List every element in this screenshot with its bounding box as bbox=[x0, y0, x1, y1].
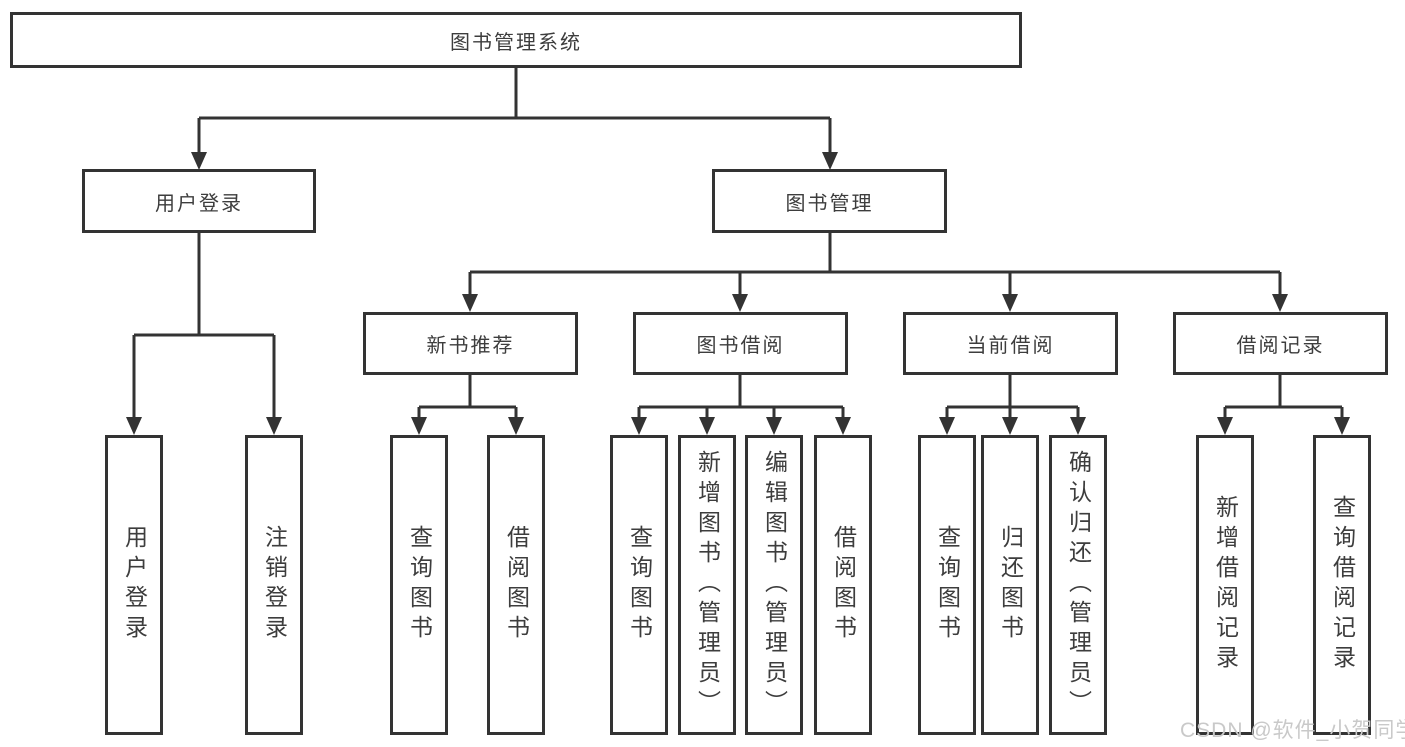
arrowheads-borrow-records-to-leaves bbox=[1217, 417, 1350, 435]
connector-book-management-to-level3 bbox=[468, 233, 1282, 296]
leaf-query-borrow-record-label: 查询借阅记录 bbox=[1329, 495, 1356, 675]
arrowheads-user-login-to-leaves bbox=[126, 417, 282, 435]
arrowheads-root-to-level2 bbox=[191, 152, 838, 170]
leaf-return-book-label: 归还图书 bbox=[997, 525, 1024, 645]
leaf-edit-book-admin-label: 编辑图书（管理员） bbox=[761, 450, 788, 720]
node-current-borrow-label: 当前借阅 bbox=[966, 335, 1055, 357]
node-book-management: 图书管理 bbox=[712, 169, 947, 233]
node-book-borrow-label: 图书借阅 bbox=[696, 335, 785, 357]
leaf-query-books-1: 查询图书 bbox=[390, 435, 448, 735]
leaf-query-books-3-label: 查询图书 bbox=[934, 525, 961, 645]
node-new-book-recommend-label: 新书推荐 bbox=[426, 335, 515, 357]
leaf-add-book-admin-label: 新增图书（管理员） bbox=[694, 450, 721, 720]
leaf-return-book: 归还图书 bbox=[981, 435, 1039, 735]
leaf-borrow-books-1: 借阅图书 bbox=[487, 435, 545, 735]
leaf-user-login-label: 用户登录 bbox=[121, 525, 148, 645]
leaf-borrow-books-2: 借阅图书 bbox=[814, 435, 872, 735]
leaf-borrow-books-2-label: 借阅图书 bbox=[830, 525, 857, 645]
node-borrow-records-label: 借阅记录 bbox=[1236, 335, 1325, 357]
leaf-edit-book-admin: 编辑图书（管理员） bbox=[745, 435, 803, 735]
connector-current-borrow-to-leaves bbox=[945, 375, 1080, 419]
connector-new-book-recommend-to-leaves bbox=[417, 375, 518, 419]
leaf-add-borrow-record: 新增借阅记录 bbox=[1196, 435, 1254, 735]
node-current-borrow: 当前借阅 bbox=[903, 312, 1118, 375]
node-root: 图书管理系统 bbox=[10, 12, 1022, 68]
arrowheads-book-management-to-level3 bbox=[462, 294, 1288, 312]
connector-book-borrow-to-leaves bbox=[637, 375, 845, 419]
leaf-confirm-return-admin-label: 确认归还（管理员） bbox=[1065, 450, 1092, 720]
arrowheads-current-borrow-to-leaves bbox=[939, 417, 1086, 435]
connector-user-login-to-leaves bbox=[132, 233, 276, 419]
connector-borrow-records-to-leaves bbox=[1223, 375, 1344, 419]
leaf-query-books-3: 查询图书 bbox=[918, 435, 976, 735]
connector-root-to-level2 bbox=[197, 68, 832, 154]
leaf-query-books-2-label: 查询图书 bbox=[626, 525, 653, 645]
leaf-add-borrow-record-label: 新增借阅记录 bbox=[1212, 495, 1239, 675]
arrowheads-book-borrow-to-leaves bbox=[631, 417, 851, 435]
leaf-query-books-2: 查询图书 bbox=[610, 435, 668, 735]
node-borrow-records: 借阅记录 bbox=[1173, 312, 1388, 375]
csdn-watermark: CSDN @软件_小贺同学 bbox=[1180, 719, 1405, 742]
leaf-logout: 注销登录 bbox=[245, 435, 303, 735]
arrowheads-new-book-recommend-to-leaves bbox=[411, 417, 524, 435]
leaf-add-book-admin: 新增图书（管理员） bbox=[678, 435, 736, 735]
node-user-login: 用户登录 bbox=[82, 169, 316, 233]
leaf-query-borrow-record: 查询借阅记录 bbox=[1313, 435, 1371, 735]
leaf-borrow-books-1-label: 借阅图书 bbox=[503, 525, 530, 645]
leaf-user-login: 用户登录 bbox=[105, 435, 163, 735]
node-new-book-recommend: 新书推荐 bbox=[363, 312, 578, 375]
node-root-label: 图书管理系统 bbox=[450, 31, 582, 54]
leaf-confirm-return-admin: 确认归还（管理员） bbox=[1049, 435, 1107, 735]
node-book-management-label: 图书管理 bbox=[785, 192, 874, 215]
node-book-borrow: 图书借阅 bbox=[633, 312, 848, 375]
node-user-login-label: 用户登录 bbox=[155, 192, 243, 215]
leaf-query-books-1-label: 查询图书 bbox=[406, 525, 433, 645]
leaf-logout-label: 注销登录 bbox=[261, 525, 288, 645]
